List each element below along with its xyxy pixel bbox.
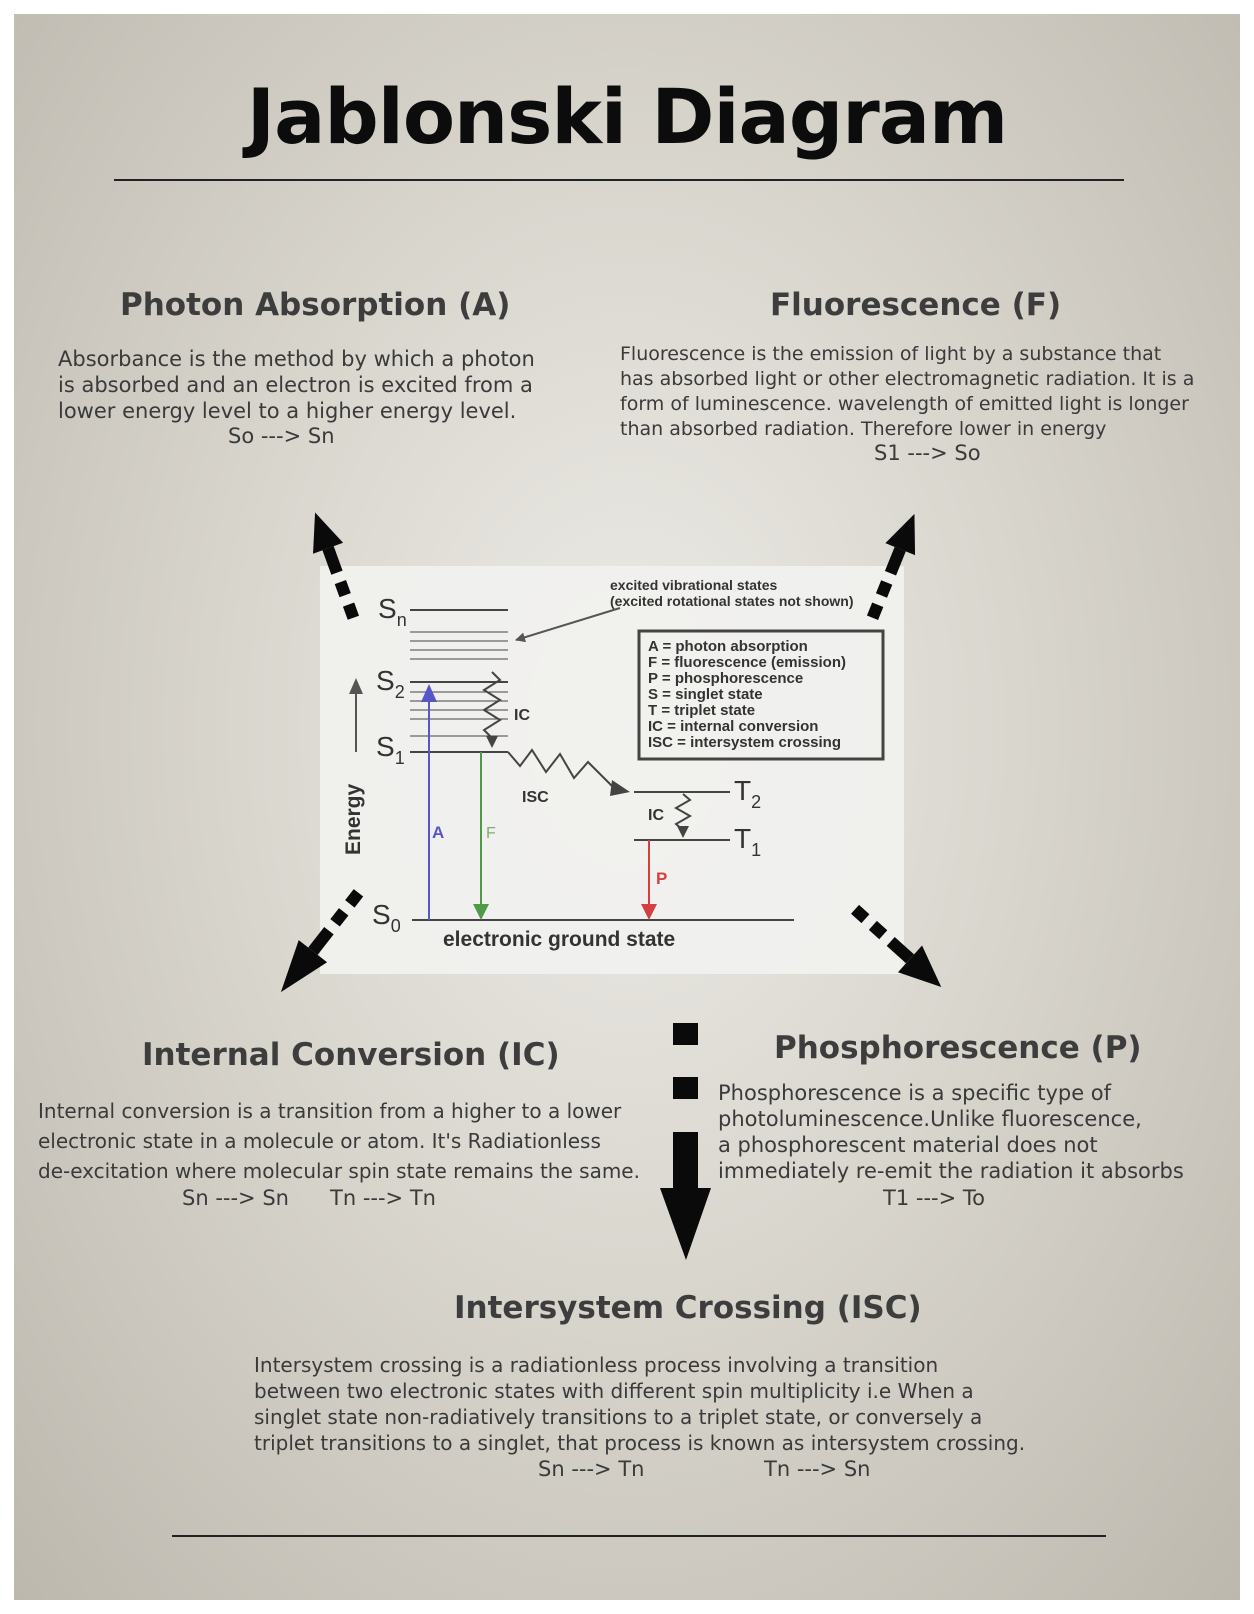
arrow-to-isc <box>660 1023 711 1260</box>
fluorescence-arrow-label: F <box>486 825 496 842</box>
absorption-arrow-label: A <box>432 823 444 842</box>
t2-label: T2 <box>734 775 761 812</box>
sn-label: Sn <box>378 593 407 630</box>
fluorescence-line: has absorbed light or other electromagne… <box>620 368 1195 390</box>
phosphorescence-line: a phosphorescent material does not <box>718 1133 1098 1157</box>
energy-axis-arrowhead <box>349 678 363 694</box>
singlet-levels <box>410 609 794 921</box>
ic-text: Internal conversion is a transition from… <box>38 1096 640 1186</box>
legend-item: T = triplet state <box>648 702 755 719</box>
annotation-vibrational: excited vibrational states <box>610 577 778 593</box>
arrow-to-fluorescence <box>866 513 916 620</box>
arrow-to-absorption <box>313 512 360 620</box>
bottom-divider <box>172 1535 1106 1537</box>
legend-item: ISC = intersystem crossing <box>648 734 841 751</box>
fluorescence-text: Fluorescence is the emission of light by… <box>620 342 1194 442</box>
s1-label: S1 <box>376 731 405 768</box>
annotation-rotational: (excited rotational states not shown) <box>610 593 853 609</box>
fluorescence-line: form of luminescence. wavelength of emit… <box>620 393 1189 415</box>
phosphorescence-line: Phosphorescence is a specific type of <box>718 1081 1112 1105</box>
isc-line: Intersystem crossing is a radiationless … <box>254 1353 939 1377</box>
legend: A = photon absorption F = fluorescence (… <box>648 638 846 751</box>
fluorescence-transition: S1 ---> So <box>874 441 981 465</box>
legend-item: F = fluorescence (emission) <box>648 654 846 671</box>
absorption-transition: So ---> Sn <box>228 424 335 448</box>
phosphorescence-line: immediately re-emit the radiation it abs… <box>718 1159 1184 1183</box>
isc-zigzag <box>507 748 613 787</box>
ic-line: de-excitation where molecular spin state… <box>38 1159 640 1183</box>
ic-lower-arrowhead <box>677 826 689 838</box>
dashed-arrows <box>280 512 942 1260</box>
ic-heading: Internal Conversion (IC) <box>142 1037 560 1073</box>
isc-text: Intersystem crossing is a radiationless … <box>254 1352 1025 1456</box>
isc-line: triplet transitions to a singlet, that p… <box>254 1431 1026 1455</box>
ic-transition-triplet: Tn ---> Tn <box>330 1186 436 1210</box>
ic-line: electronic state in a molecule or atom. … <box>38 1129 601 1153</box>
ic-line: Internal conversion is a transition from… <box>38 1099 622 1123</box>
isc-transition-triplet-singlet: Tn ---> Sn <box>764 1457 871 1481</box>
ic-lower-zigzag <box>673 793 693 831</box>
phosphorescence-heading: Phosphorescence (P) <box>774 1030 1142 1066</box>
legend-item: P = phosphorescence <box>648 670 803 687</box>
ic-lower-label: IC <box>648 807 664 824</box>
arrow-to-internal-conversion <box>280 889 364 993</box>
isc-arrowhead <box>610 780 630 796</box>
fluorescence-line: than absorbed radiation. Therefore lower… <box>620 418 1107 440</box>
absorption-heading: Photon Absorption (A) <box>120 287 511 323</box>
fluorescence-heading: Fluorescence (F) <box>770 287 1062 323</box>
ground-state-label: electronic ground state <box>443 928 675 951</box>
legend-item: A = photon absorption <box>648 638 808 655</box>
absorption-line: is absorbed and an electron is excited f… <box>58 373 533 397</box>
annotation-pointer <box>515 607 621 643</box>
fluorescence-line: Fluorescence is the emission of light by… <box>620 343 1162 365</box>
absorption-line: lower energy level to a higher energy le… <box>58 399 517 423</box>
ic-transition-singlet: Sn ---> Sn <box>182 1186 289 1210</box>
isc-transition-singlet-triplet: Sn ---> Tn <box>538 1457 645 1481</box>
isc-heading: Intersystem Crossing (ISC) <box>454 1290 922 1326</box>
diagram-panel <box>320 566 904 974</box>
legend-box <box>637 629 885 761</box>
phosphorescence-line: photoluminescence.Unlike fluorescence, <box>718 1107 1142 1131</box>
fluorescence-arrowhead <box>473 904 489 920</box>
phosphorescence-text: Phosphorescence is a specific type of ph… <box>718 1080 1184 1184</box>
s0-label: S0 <box>372 899 401 936</box>
ic-upper-arrowhead <box>486 736 498 748</box>
phosphorescence-arrow-label: P <box>656 869 667 888</box>
isc-line: singlet state non-radiatively transition… <box>254 1405 983 1429</box>
isc-label: ISC <box>522 789 549 806</box>
ic-upper-zigzag <box>482 671 502 739</box>
phosphorescence-arrowhead <box>641 904 657 920</box>
absorption-text: Absorbance is the method by which a phot… <box>58 346 535 424</box>
t1-label: T1 <box>734 823 761 860</box>
phosphorescence-transition: T1 ---> To <box>883 1186 985 1210</box>
energy-label: Energy <box>342 783 365 855</box>
arrow-to-phosphorescence <box>851 904 942 987</box>
page-title: Jablonski Diagram <box>246 72 1008 161</box>
isc-line: between two electronic states with diffe… <box>254 1379 974 1403</box>
ic-upper-label: IC <box>514 707 530 724</box>
top-divider <box>114 179 1124 181</box>
legend-item: IC = internal conversion <box>648 718 818 735</box>
s2-label: S2 <box>376 665 405 702</box>
absorption-line: Absorbance is the method by which a phot… <box>58 347 535 371</box>
legend-item: S = singlet state <box>648 686 763 703</box>
absorption-arrowhead <box>421 684 437 702</box>
